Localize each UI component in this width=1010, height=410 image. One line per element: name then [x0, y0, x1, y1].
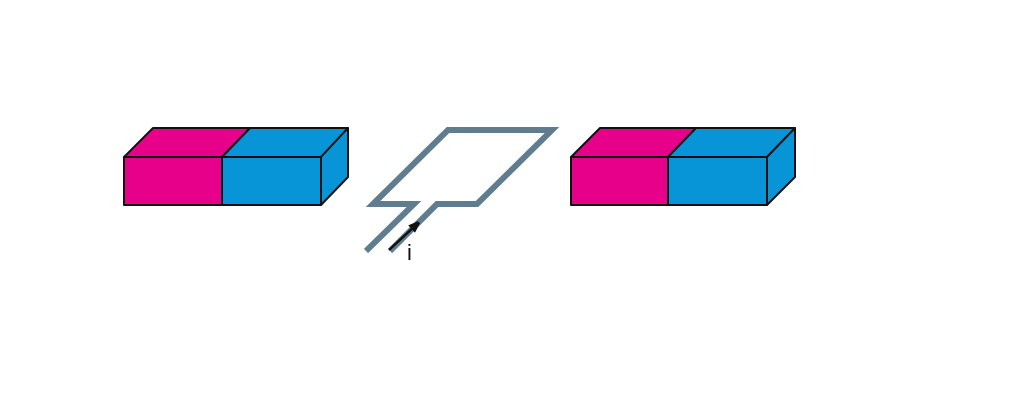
- wire-loop: [363, 127, 560, 254]
- left-magnet: [123, 127, 349, 206]
- right-magnet-pink-front: [570, 156, 669, 206]
- current-label: i: [407, 240, 412, 265]
- right-magnet-blue-front: [667, 156, 768, 206]
- right-magnet: [570, 127, 796, 206]
- left-magnet-pink-front: [123, 156, 223, 206]
- current-arrow-icon: [388, 225, 416, 251]
- left-magnet-blue-front: [221, 156, 322, 206]
